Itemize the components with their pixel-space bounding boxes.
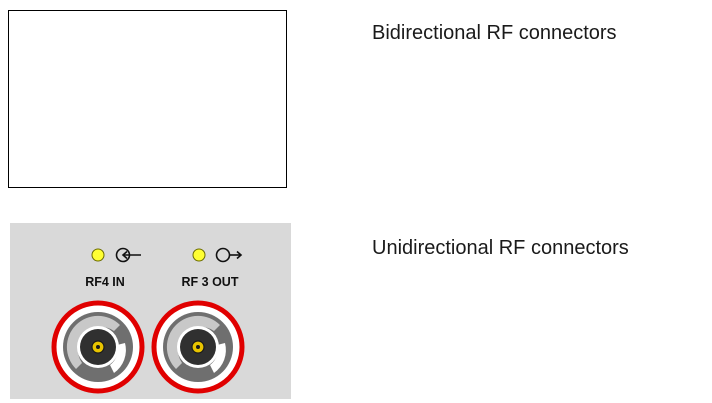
rf3-out-port: RF 3 OUT <box>151 247 245 394</box>
input-arrow-icon <box>115 247 141 263</box>
bidirectional-connector-image-placeholder <box>8 10 287 188</box>
led-indicator <box>192 248 206 262</box>
output-arrow-icon <box>215 247 243 263</box>
unidirectional-connector-panel: RF4 IN RF 3 OUT <box>10 223 291 399</box>
rf4-in-connector <box>51 300 145 394</box>
rf3-out-label: RF 3 OUT <box>182 275 239 289</box>
rf4-in-port: RF4 IN <box>51 247 145 394</box>
led-indicator <box>91 248 105 262</box>
rf4-in-label: RF4 IN <box>85 275 125 289</box>
unidirectional-caption: Unidirectional RF connectors <box>372 237 629 259</box>
bidirectional-caption: Bidirectional RF connectors <box>372 22 617 44</box>
rf3-out-connector <box>151 300 245 394</box>
